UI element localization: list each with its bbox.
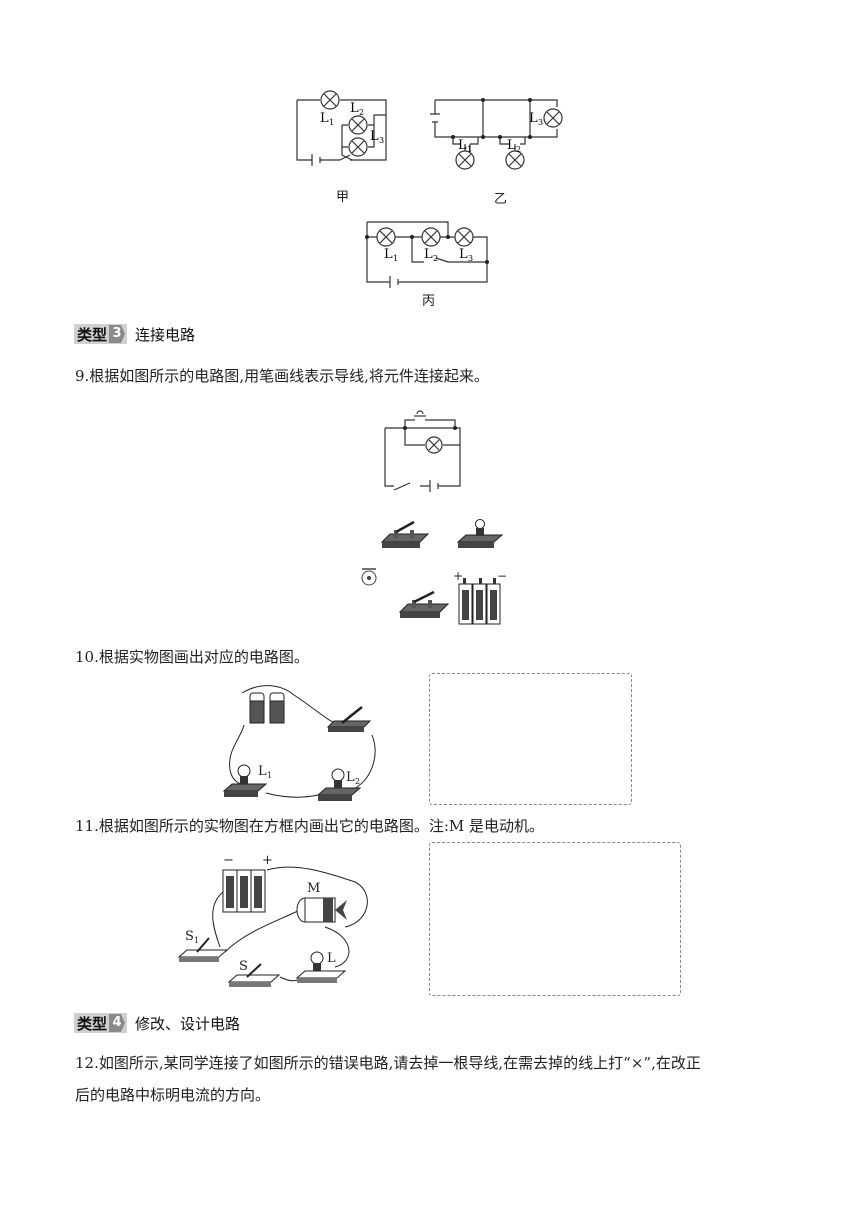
q9-knife-switch-2 [398, 590, 450, 618]
circuit-figure-jia: L 1 L 2 L 3 [296, 90, 387, 166]
battery-plus-label: + [262, 853, 273, 868]
label-l1: L [258, 764, 267, 779]
section-number: 4 [109, 1014, 126, 1032]
circuit-figure-bing: L 1 L 2 L 3 [365, 221, 489, 288]
q9-knife-switch-1 [380, 520, 430, 548]
caption-bing: 丙 [422, 294, 436, 309]
section-number: 3 [109, 325, 126, 343]
label-l2: L [507, 138, 516, 153]
q9-battery-pack: + − [453, 569, 507, 625]
question-9-text: 9.根据如图所示的电路图,用笔画线表示导线,将元件连接起来。 [75, 367, 489, 385]
q9-circuit-diagram [384, 410, 461, 492]
question-10-text: 10.根据实物图画出对应的电路图。 [75, 648, 309, 666]
motor-label: M [307, 881, 320, 896]
label-l2: L [350, 101, 359, 116]
label-l3: L [459, 247, 468, 262]
question-12-text-line2: 后的电路中标明电流的方向。 [75, 1086, 271, 1104]
question-12-text-line1: 12.如图所示,某同学连接了如图所示的错误电路,请去掉一根导线,在需去掉的线上打… [75, 1054, 701, 1072]
label-l2-sub: 2 [516, 145, 521, 154]
label-l1-sub: 1 [267, 771, 272, 780]
label-l2: L [424, 247, 433, 262]
label-l2: L [346, 770, 355, 785]
label-l1: L [384, 247, 393, 262]
section-title: 修改、设计电路 [135, 1014, 241, 1033]
label-l1-sub: 1 [329, 118, 334, 127]
label-l3-sub: 3 [379, 136, 384, 145]
battery-minus-label: − [223, 853, 234, 868]
label-l2-sub: 2 [359, 108, 364, 117]
q10-physical-circuit: L 1 L 2 [222, 685, 376, 801]
label-l3-sub: 3 [468, 254, 473, 263]
q11-answer-box[interactable] [429, 842, 681, 996]
label-l2-sub: 2 [433, 254, 438, 263]
q10-answer-box[interactable] [429, 673, 632, 805]
switch-s1-sub: 1 [194, 936, 199, 945]
q9-bell-icon [361, 568, 377, 586]
caption-yi: 乙 [494, 192, 508, 207]
svg-text:−: − [497, 569, 507, 583]
label-l3: L [529, 111, 538, 126]
label-l3: L [370, 129, 379, 144]
switch-s-label: S [239, 959, 248, 974]
switch-s1-label: S [185, 929, 194, 944]
label-l2-sub: 2 [355, 777, 360, 786]
label-l1-sub: 1 [467, 145, 472, 154]
section-title: 连接电路 [135, 325, 196, 344]
bulb-l-label: L [327, 951, 336, 966]
svg-text:+: + [453, 569, 463, 583]
label-l1: L [320, 111, 329, 126]
q11-physical-circuit: − + M S 1 S L [177, 853, 368, 987]
q9-bulb-holder [456, 519, 504, 548]
question-11-text: 11.根据如图所示的实物图在方框内画出它的电路图。注:M 是电动机。 [75, 817, 545, 835]
label-l1-sub: 1 [393, 254, 398, 263]
label-l3-sub: 3 [538, 118, 543, 127]
caption-jia: 甲 [336, 190, 350, 205]
circuit-figure-yi: L 1 L 2 L 3 [430, 98, 563, 170]
label-l1: L [458, 138, 467, 153]
